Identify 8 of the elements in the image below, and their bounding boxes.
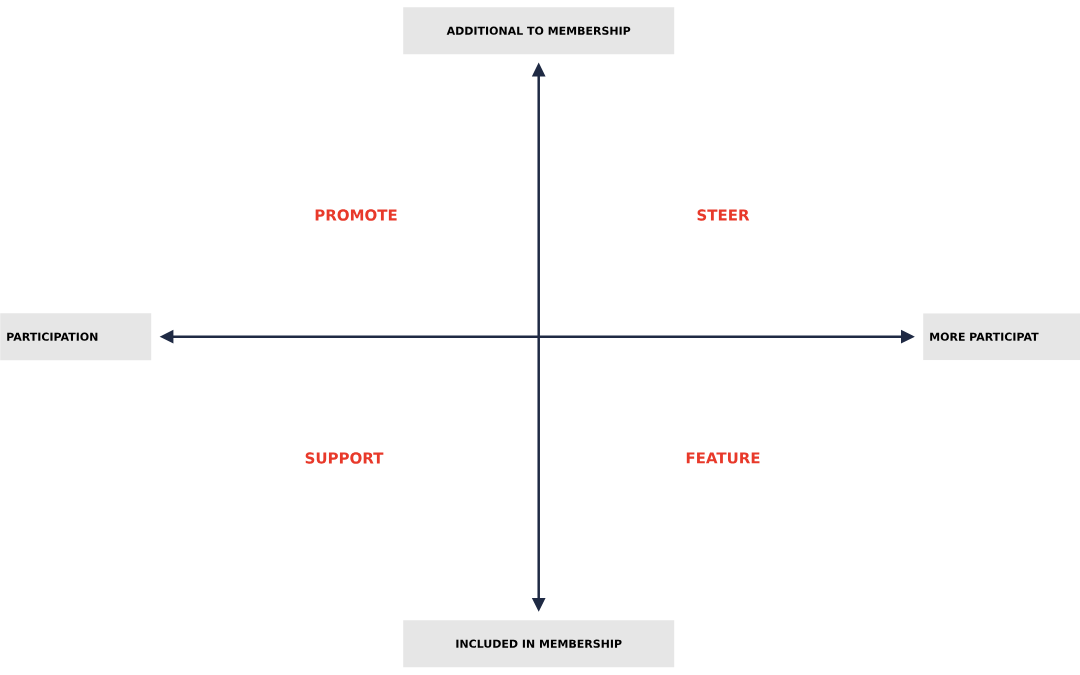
axis-label-box: INCLUDED IN MEMBERSHIP — [403, 620, 675, 668]
quadrant-label: FEATURE — [686, 452, 760, 464]
quadrant-label: PROMOTE — [315, 209, 397, 221]
axis-label-box: PARTICIPATION — [0, 313, 152, 361]
quadrant-label: SUPPORT — [305, 452, 384, 464]
axis-label-box: ADDITIONAL TO MEMBERSHIP — [403, 7, 675, 55]
quadrant-label: STEER — [697, 209, 750, 221]
axis-label-box: MORE PARTICIPAT — [923, 313, 1080, 361]
